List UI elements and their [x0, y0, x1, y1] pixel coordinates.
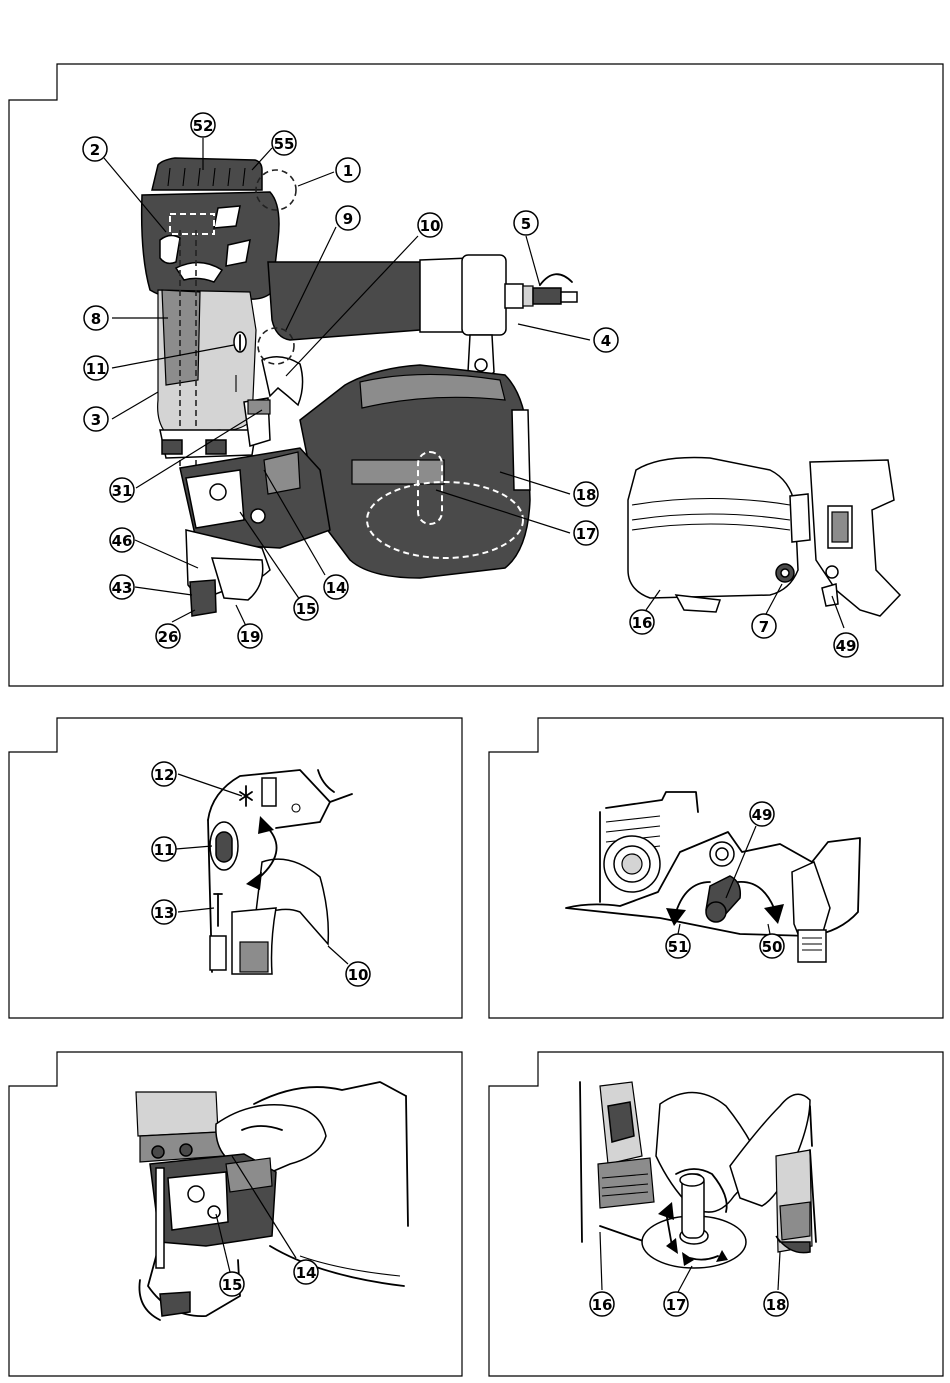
callout-15: 15: [220, 1272, 244, 1296]
callout-10: 10: [346, 962, 370, 986]
figure-5-panel: 16 17 18: [480, 1046, 950, 1382]
svg-text:52: 52: [193, 117, 214, 135]
svg-text:17: 17: [666, 1296, 687, 1314]
callout-12: 12: [152, 762, 176, 786]
svg-text:13: 13: [154, 904, 175, 922]
callout-55: 55: [272, 131, 296, 155]
callout-4: 4: [594, 328, 618, 352]
callout-26: 26: [156, 624, 180, 648]
figure-5-drawing: 16 17 18: [480, 1046, 950, 1382]
svg-text:14: 14: [326, 579, 347, 597]
svg-text:3: 3: [91, 411, 101, 429]
svg-text:7: 7: [759, 618, 769, 636]
callout-14: 14: [294, 1260, 318, 1284]
figure-2-drawing: 12 11 13 10: [0, 712, 470, 1024]
callout-17: 17: [574, 521, 598, 545]
svg-text:5: 5: [521, 215, 531, 233]
callout-16: 16: [590, 1292, 614, 1316]
svg-text:43: 43: [112, 579, 133, 597]
svg-text:16: 16: [592, 1296, 613, 1314]
svg-text:26: 26: [158, 628, 179, 646]
svg-text:55: 55: [274, 135, 295, 153]
svg-text:31: 31: [112, 482, 133, 500]
svg-text:18: 18: [576, 486, 597, 504]
callout-9: 9: [336, 206, 360, 230]
callout-43: 43: [110, 575, 134, 599]
svg-text:10: 10: [348, 966, 369, 984]
svg-text:8: 8: [91, 310, 101, 328]
figure-1-panel: 52 55 2 1 9 10 5 8 4 11 3 31 18 46 17 43…: [0, 0, 950, 692]
svg-text:10: 10: [420, 217, 441, 235]
svg-text:19: 19: [240, 628, 261, 646]
svg-text:9: 9: [343, 210, 353, 228]
callout-2: 2: [83, 137, 107, 161]
inset-magazine-illustration: [628, 458, 900, 617]
svg-text:1: 1: [343, 162, 353, 180]
figure-1-drawing: 52 55 2 1 9 10 5 8 4 11 3 31 18 46 17 43…: [0, 0, 950, 692]
callout-5: 5: [514, 211, 538, 235]
callout-17: 17: [664, 1292, 688, 1316]
figure-3-drawing: 49 51 50: [480, 712, 950, 1024]
callout-51: 51: [666, 934, 690, 958]
svg-text:11: 11: [86, 360, 107, 378]
svg-text:12: 12: [154, 766, 175, 784]
callout-16: 16: [630, 610, 654, 634]
callout-49: 49: [834, 633, 858, 657]
callout-15: 15: [294, 596, 318, 620]
callout-7: 7: [752, 614, 776, 638]
figure-3-frame: [489, 718, 943, 1018]
svg-text:18: 18: [766, 1296, 787, 1314]
callout-11: 11: [84, 356, 108, 380]
callout-18: 18: [574, 482, 598, 506]
callout-18: 18: [764, 1292, 788, 1316]
svg-text:15: 15: [222, 1276, 243, 1294]
callout-50: 50: [760, 934, 784, 958]
callout-19: 19: [238, 624, 262, 648]
callout-49: 49: [750, 802, 774, 826]
nailer-illustration: [142, 158, 577, 616]
callout-11: 11: [152, 837, 176, 861]
svg-text:2: 2: [90, 141, 100, 159]
callout-10: 10: [418, 213, 442, 237]
callout-46: 46: [110, 528, 134, 552]
svg-text:11: 11: [154, 841, 175, 859]
callout-3: 3: [84, 407, 108, 431]
callout-1: 1: [336, 158, 360, 182]
svg-text:49: 49: [836, 637, 857, 655]
nail-holder-illustration: [580, 1082, 816, 1268]
callout-31: 31: [110, 478, 134, 502]
svg-text:49: 49: [752, 806, 773, 824]
figure-3-panel: 49 51 50: [480, 712, 950, 1024]
callout-14: 14: [324, 575, 348, 599]
callout-52: 52: [191, 113, 215, 137]
callout-8: 8: [84, 306, 108, 330]
svg-text:46: 46: [112, 532, 133, 550]
svg-text:4: 4: [601, 332, 611, 350]
svg-text:16: 16: [632, 614, 653, 632]
callout-13: 13: [152, 900, 176, 924]
adjuster-illustration: [566, 792, 860, 962]
svg-text:14: 14: [296, 1264, 317, 1282]
figure-4-panel: 15 14: [0, 1046, 470, 1382]
feeder-illustration: [136, 1082, 408, 1320]
svg-text:51: 51: [668, 938, 689, 956]
figure-2-panel: 12 11 13 10: [0, 712, 470, 1024]
svg-text:17: 17: [576, 525, 597, 543]
figure-4-drawing: 15 14: [0, 1046, 470, 1382]
svg-text:50: 50: [762, 938, 783, 956]
switch-illustration: [208, 770, 352, 974]
svg-text:15: 15: [296, 600, 317, 618]
